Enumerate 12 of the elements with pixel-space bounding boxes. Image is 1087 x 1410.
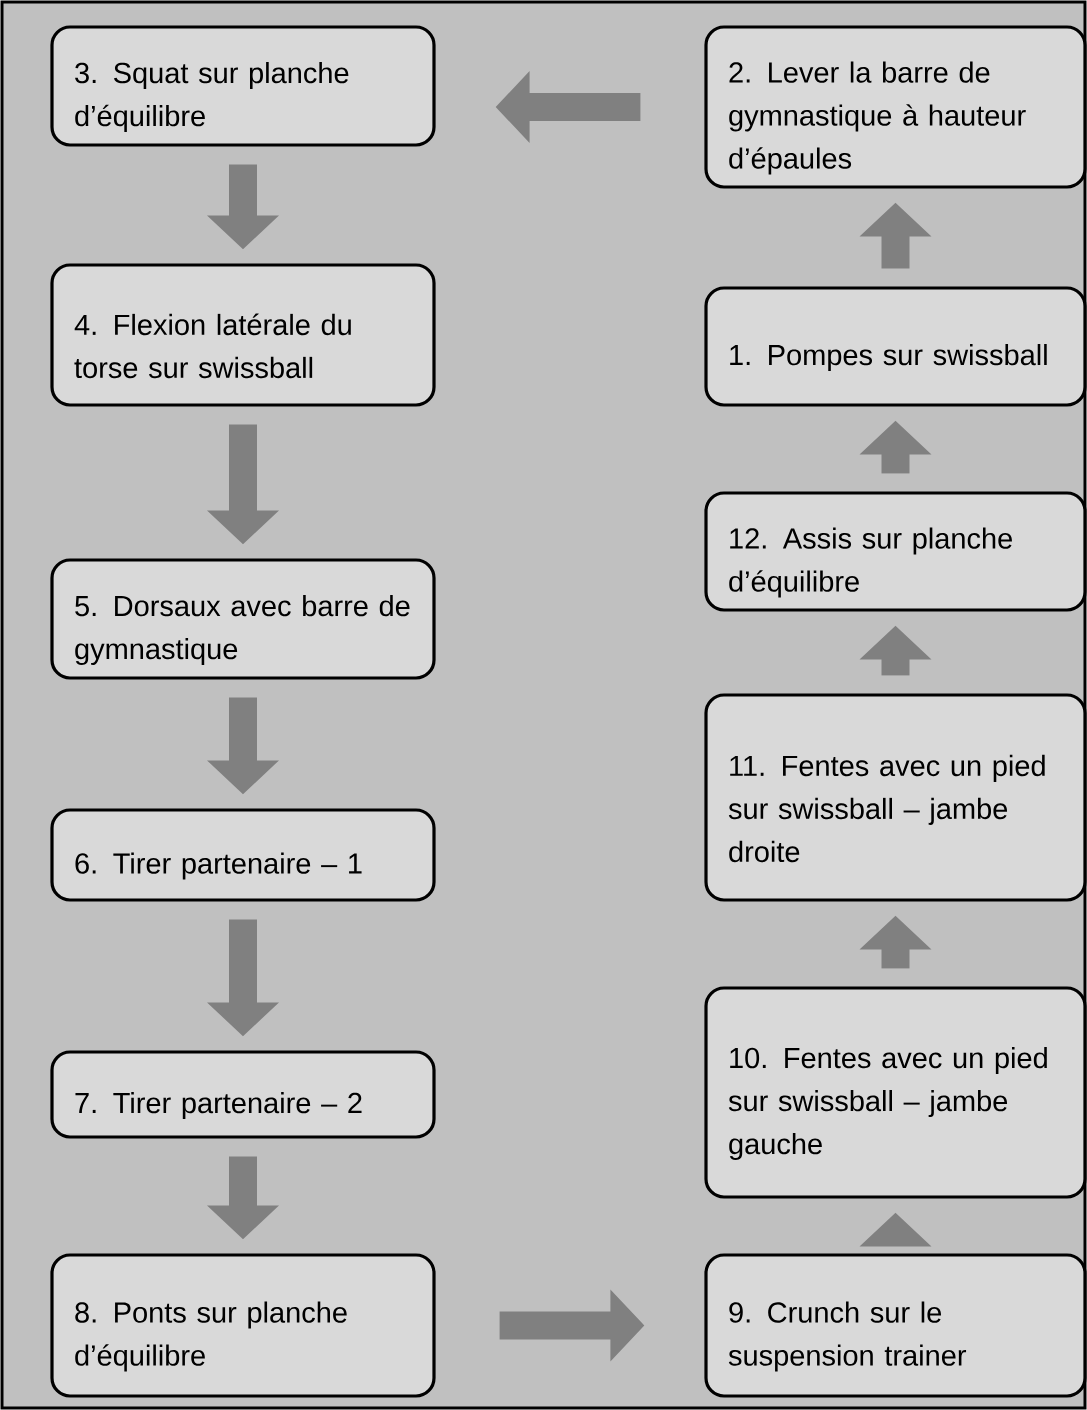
step-box: 8. Ponts sur planche d’équilibre [50, 1253, 436, 1398]
step-box: 9. Crunch sur le suspension trainer [704, 1253, 1087, 1398]
step-box: 11. Fentes avec un pied sur swissball – jambe droite [704, 693, 1087, 902]
step-box: 4. Flexion latérale du torse sur swissball [50, 263, 436, 407]
step-box: 2. Lever la barre de gymnastique à hauteur d’épaules [704, 25, 1087, 189]
step-box: 10. Fentes avec un pied sur swissball – jambe gauche [704, 986, 1087, 1199]
step-box: 12. Assis sur planche d’équilibre [704, 491, 1087, 612]
step-box: 3. Squat sur planche d’équilibre [50, 25, 436, 147]
step-box: 6. Tirer partenaire – 1 [50, 808, 436, 902]
step-box: 7. Tirer partenaire – 2 [50, 1050, 436, 1139]
step-box: 5. Dorsaux avec barre de gymnastique [50, 558, 436, 680]
step-box: 1. Pompes sur swissball [704, 286, 1087, 407]
